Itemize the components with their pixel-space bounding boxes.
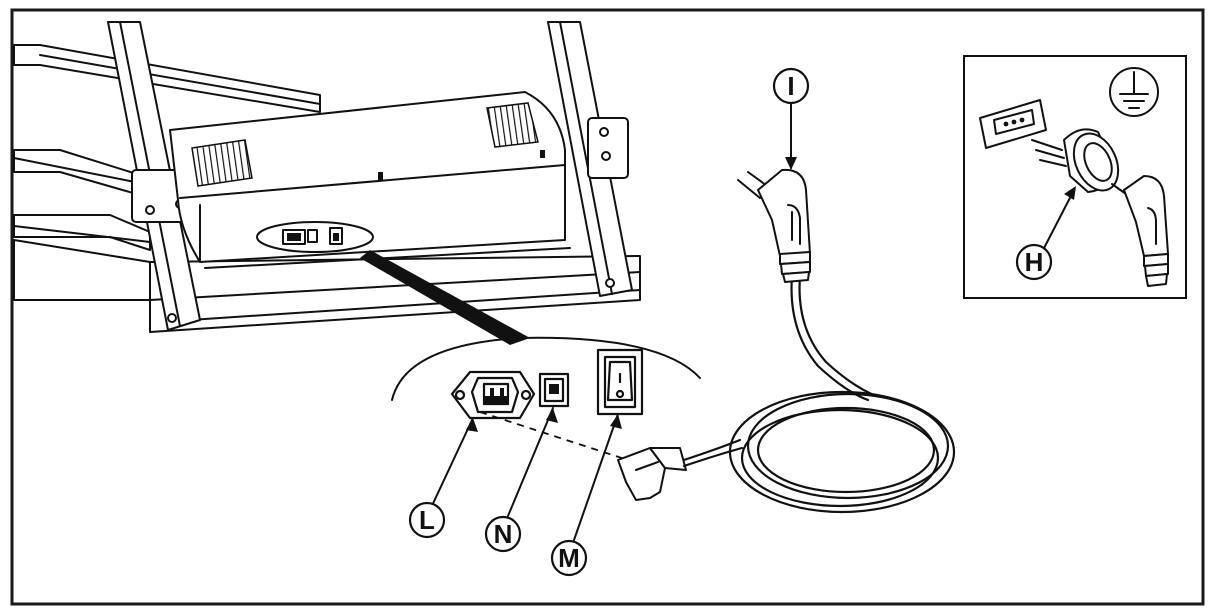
- callout-l: L: [408, 501, 446, 539]
- callout-m-label: M: [558, 543, 580, 573]
- callout-n-label: N: [494, 519, 513, 549]
- inset-plug: [1111, 175, 1169, 287]
- callout-h: H: [1015, 243, 1053, 281]
- power-switch: [596, 348, 644, 416]
- callout-i: I: [772, 67, 810, 105]
- reset-button: [538, 372, 570, 408]
- zoom-callout-beam: [360, 250, 530, 345]
- power-cord: [682, 274, 956, 514]
- callout-leaders: [429, 103, 797, 541]
- callout-m: M: [550, 539, 588, 577]
- ground-symbol-icon: [1109, 67, 1159, 117]
- callout-h-label: H: [1025, 247, 1044, 277]
- iec-cord-plug: [617, 447, 687, 501]
- wall-socket: [979, 99, 1047, 149]
- adapter-inset: H: [963, 55, 1187, 299]
- wall-plug: [737, 168, 811, 283]
- callout-l-label: L: [419, 505, 435, 535]
- callout-i-label: I: [787, 71, 794, 101]
- callout-n: N: [484, 515, 522, 553]
- treadmill-rear-view: [13, 21, 641, 333]
- zoom-arc: [391, 336, 701, 401]
- connection-dashed-line: [479, 411, 635, 463]
- power-inlet: [450, 370, 536, 420]
- adapter: [1063, 128, 1120, 193]
